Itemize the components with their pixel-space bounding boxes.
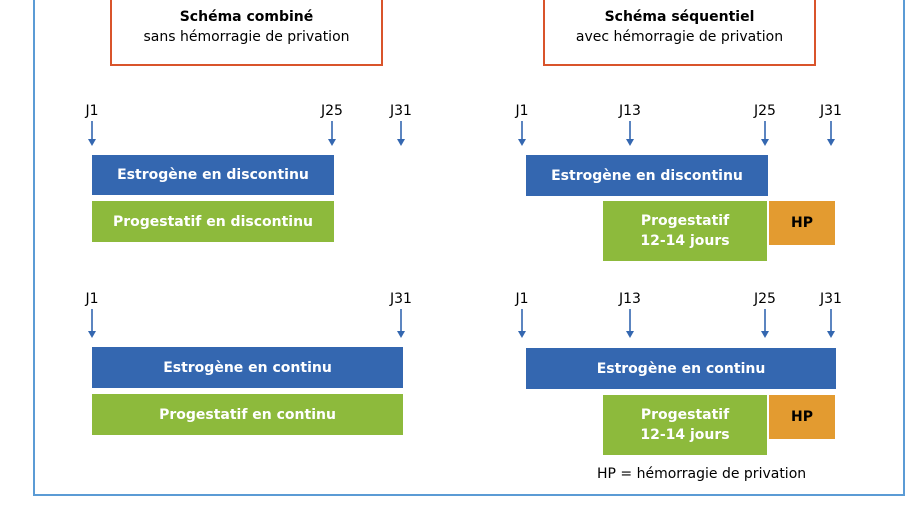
progestatif-discontinuous-bar: Progestatif en discontinu [92,201,334,242]
estrogen-continuous-bar: Estrogène en continu [92,347,403,388]
day-marker: J1 [72,103,112,147]
progestatif-12-14-days-bar: Progestatif 12-14 jours [603,201,767,261]
bar-label: Estrogène en discontinu [117,167,309,183]
bar-label: Estrogène en continu [163,359,332,376]
bar-label-line2: 12-14 jours [640,427,730,443]
day-marker: J1 [72,291,112,339]
day-label: J1 [85,291,99,307]
arrow-down-icon [827,121,835,146]
estrogen-continuous-bar: Estrogène en continu [526,348,836,389]
right-subtitle: avec hémorragie de privation [575,29,784,45]
estrogen-discontinuous-bar: Estrogène en discontinu [92,155,334,195]
arrow-down-icon [761,121,769,146]
day-marker: J13 [610,291,650,339]
hp-label: HP [791,409,813,425]
arrow-down-icon [397,121,405,146]
day-marker: J1 [502,103,542,147]
day-label: J31 [390,103,412,119]
arrow-down-icon [626,121,634,146]
arrow-down-icon [328,121,336,146]
arrow-down-icon [518,309,526,338]
bar-label-line2: 12-14 jours [640,233,730,249]
arrow-down-icon [761,309,769,338]
arrow-down-icon [88,309,96,338]
bar-label-line1: Progestatif [640,213,730,229]
hp-box: HP [769,201,835,245]
progestatif-continuous-bar: Progestatif en continu [92,394,403,435]
day-label: J25 [754,291,776,307]
legend-text: HP = hémorragie de privation [597,466,807,482]
left-title-box: Schéma combiné sans hémorragie de privat… [110,0,383,66]
hp-label: HP [791,215,813,231]
day-label: J13 [619,103,641,119]
arrow-down-icon [88,121,96,146]
day-label: J13 [619,291,641,307]
progestatif-12-14-days-bar: Progestatif 12-14 jours [603,395,767,455]
arrow-down-icon [626,309,634,338]
right-title: Schéma séquentiel [604,9,755,25]
arrow-down-icon [827,309,835,338]
arrow-down-icon [397,309,405,338]
bar-label: Progestatif en discontinu [112,213,314,230]
bar-label: Estrogène en discontinu [551,167,743,184]
day-label: J31 [390,291,412,307]
arrow-down-icon [518,121,526,146]
day-label: J25 [321,103,343,119]
left-title: Schéma combiné [179,9,314,25]
day-label: J31 [820,291,842,307]
estrogen-discontinuous-bar: Estrogène en discontinu [526,155,768,196]
day-marker: J25 [312,103,352,147]
day-marker: J25 [745,103,785,147]
day-marker: J31 [811,103,851,147]
bar-label-line1: Progestatif [640,407,730,423]
day-marker: J31 [381,103,421,147]
day-label: J31 [820,103,842,119]
day-label: J1 [515,291,529,307]
day-label: J25 [754,103,776,119]
bar-label: Progestatif en continu [159,406,336,423]
day-label: J1 [515,103,529,119]
bar-label: Estrogène en continu [596,360,766,377]
hp-box: HP [769,395,835,439]
day-marker: J13 [610,103,650,147]
day-marker: J1 [502,291,542,339]
day-label: J1 [85,103,99,119]
day-marker: J25 [745,291,785,339]
day-marker: J31 [381,291,421,339]
left-subtitle: sans hémorragie de privation [143,29,350,45]
diagram-frame [33,0,905,496]
day-marker: J31 [811,291,851,339]
right-title-box: Schéma séquentiel avec hémorragie de pri… [543,0,816,66]
